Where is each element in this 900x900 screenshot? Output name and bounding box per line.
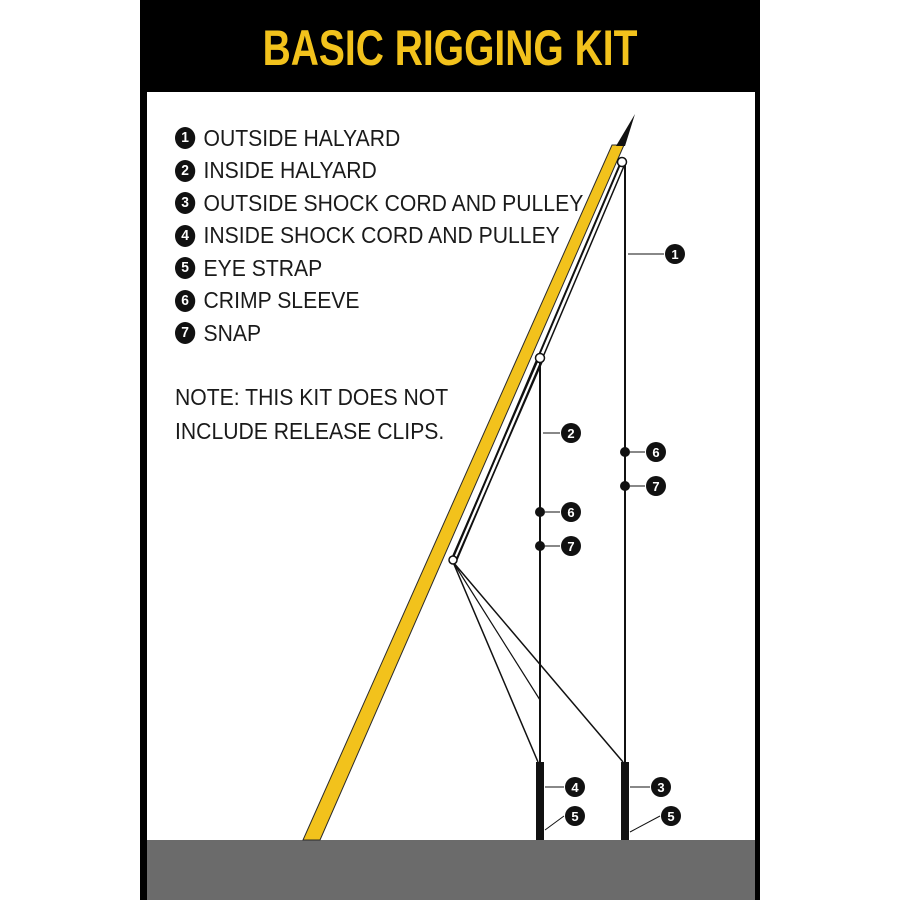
pole-tip [616,114,635,146]
legend-label: INSIDE HALYARD [203,157,377,184]
inside-halyard-line [451,359,539,559]
number-badge: 1 [175,127,196,150]
diagram-panel [147,92,755,900]
legend-item: 7 SNAP [175,317,583,350]
middle-pulley [534,352,546,364]
legend-label: INSIDE SHOCK CORD AND PULLEY [203,222,560,249]
svg-text:7: 7 [567,539,574,554]
number-badge: 7 [175,322,196,345]
top-pulley [616,156,628,168]
legend-label: OUTSIDE HALYARD [203,124,401,151]
snap-outside [620,481,630,491]
number-badge: 6 [175,289,196,312]
svg-text:7: 7 [652,479,659,494]
shock-cord-line [452,561,624,763]
inside-shock-cord [536,762,544,840]
legend-item: 1 OUTSIDE HALYARD [175,122,583,155]
callout-6-inside: 6 [561,502,581,522]
number-badge: 5 [175,257,196,280]
crimp-sleeve-outside [620,447,630,457]
legend-item: 4 INSIDE SHOCK CORD AND PULLEY [175,220,583,253]
callout-3: 3 [651,777,671,797]
callout-2: 2 [561,423,581,443]
svg-text:5: 5 [667,809,674,824]
svg-text:1: 1 [671,247,678,262]
callout-6-outside: 6 [646,442,666,462]
legend-label: SNAP [203,319,262,346]
lower-pulley [448,555,458,565]
ground-strip [147,840,755,900]
legend-item: 6 CRIMP SLEEVE [175,285,583,318]
callout-7-inside: 7 [561,536,581,556]
number-badge: 3 [175,192,196,215]
crimp-sleeve-inside [535,507,545,517]
svg-text:4: 4 [571,780,579,795]
svg-text:6: 6 [652,445,659,460]
pole [302,144,625,841]
snap-inside [535,541,545,551]
legend: 1 OUTSIDE HALYARD 2 INSIDE HALYARD 3 OUTSID… [175,122,619,350]
kit-note: NOTE: THIS KIT DOES NOT INCLUDE RELEASE … [175,380,448,448]
callout-5-outside: 5 [661,806,681,826]
callout-4: 4 [565,777,585,797]
number-badge: 4 [175,224,196,247]
leader-line [629,815,661,833]
shock-cord-line [452,561,541,701]
legend-item: 5 EYE STRAP [175,252,583,285]
page-title: BASIC RIGGING KIT [262,20,638,76]
shock-cord-line [452,561,539,763]
note-line: INCLUDE RELEASE CLIPS. [175,418,445,444]
legend-label: OUTSIDE SHOCK CORD AND PULLEY [203,189,584,216]
callout-1: 1 [665,244,685,264]
leader-line [544,815,565,831]
number-badge: 2 [175,159,196,182]
svg-text:5: 5 [571,809,578,824]
legend-label: EYE STRAP [203,254,323,281]
inside-halyard-line [455,361,543,561]
outside-shock-cord [621,762,629,840]
legend-item: 2 INSIDE HALYARD [175,155,583,188]
callout-7-outside: 7 [646,476,666,496]
svg-text:2: 2 [567,426,574,441]
legend-label: CRIMP SLEEVE [203,287,360,314]
svg-text:3: 3 [657,780,664,795]
legend-item: 3 OUTSIDE SHOCK CORD AND PULLEY [175,187,583,220]
svg-text:6: 6 [567,505,574,520]
note-line: NOTE: THIS KIT DOES NOT [175,384,449,410]
callout-5-inside: 5 [565,806,585,826]
